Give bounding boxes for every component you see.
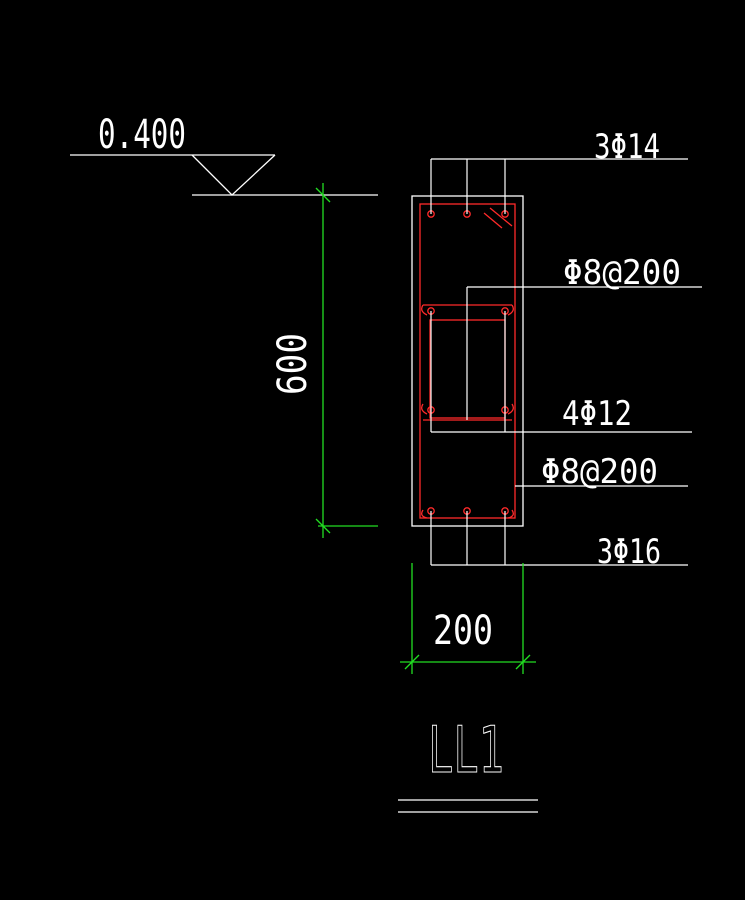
leader-lines — [430, 158, 702, 566]
bottom-bars-label: 3Φ16 — [597, 532, 661, 572]
height-tick-top — [315, 187, 331, 203]
tie-hook-upper — [421, 304, 514, 316]
height-dimension: 600 — [270, 183, 378, 538]
elevation-triangle-icon — [191, 154, 276, 196]
width-dimension-label: 200 — [433, 608, 493, 654]
height-dimension-label: 600 — [270, 333, 316, 395]
elevation-marker: 0.400 — [70, 112, 378, 196]
stirrup-upper-label: Φ8@200 — [563, 253, 681, 293]
width-tick-left — [404, 654, 420, 670]
width-dimension: 200 — [400, 563, 536, 674]
tie-hook-lower — [421, 403, 514, 415]
section-title-block: LL1 — [398, 713, 538, 813]
stirrup-lower-label: Φ8@200 — [541, 452, 658, 492]
top-bars-label: 3Φ14 — [594, 127, 660, 167]
width-tick-right — [515, 654, 531, 670]
section-title: LL1 — [428, 714, 504, 788]
waist-bars-label: 4Φ12 — [562, 394, 632, 434]
height-tick-bottom — [315, 518, 331, 534]
rebar-callouts: 3Φ14 Φ8@200 4Φ12 Φ8@200 3Φ16 — [541, 127, 681, 572]
stirrup-hook-top — [489, 207, 513, 227]
stirrup-hook-top-2 — [483, 212, 503, 229]
tie-hook-bottom — [421, 509, 514, 519]
elevation-value: 0.400 — [98, 112, 186, 158]
